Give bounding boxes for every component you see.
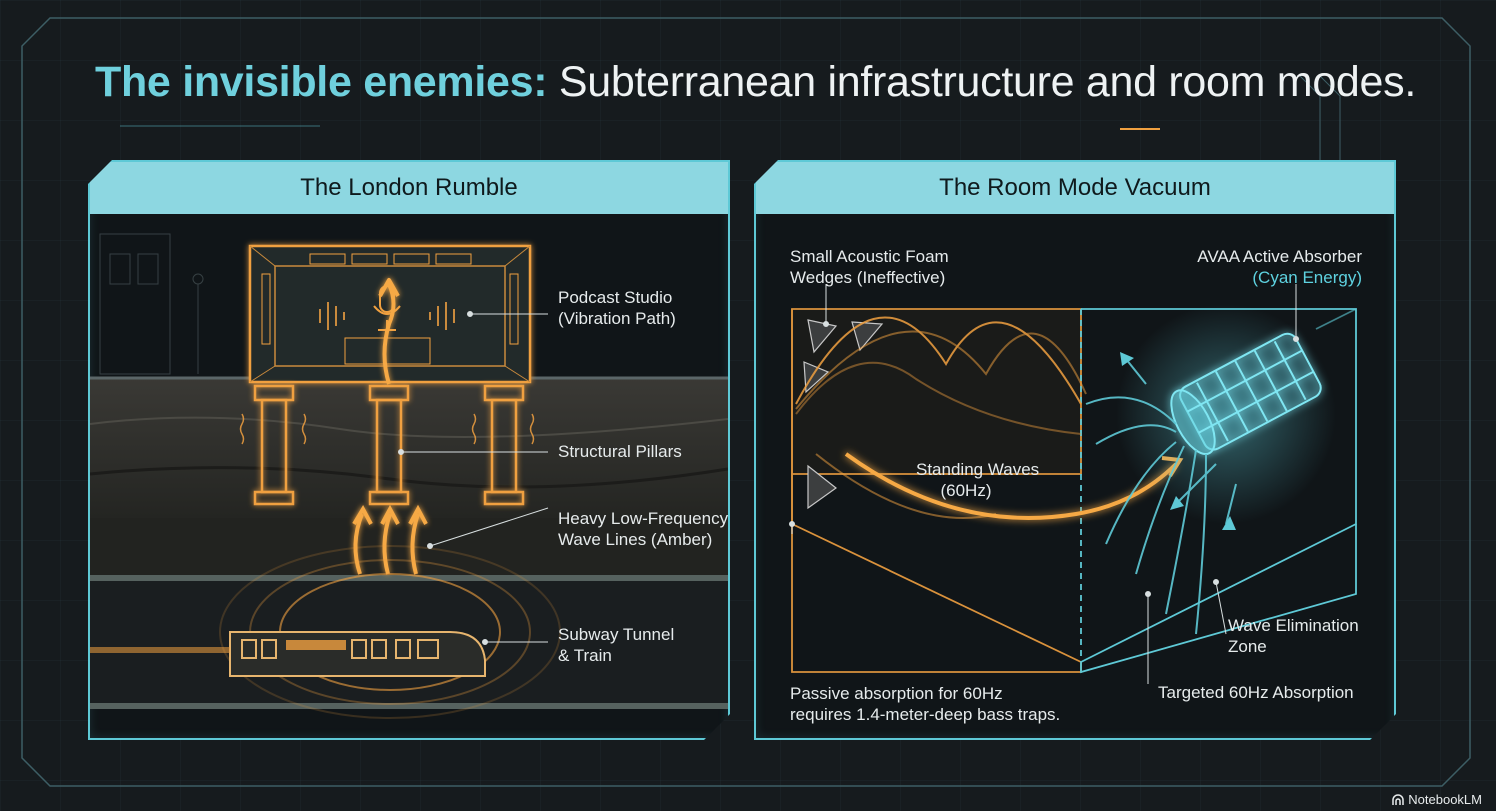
label-foam-wedges: Small Acoustic Foam Wedges (Ineffective) — [790, 247, 949, 287]
brand-label: NotebookLM — [1408, 792, 1482, 807]
label-podcast-studio: Podcast Studio (Vibration Path) — [558, 288, 676, 328]
subway-train — [90, 632, 485, 676]
page-title: The invisible enemies: Subterranean infr… — [95, 58, 1416, 107]
vibration-marks — [241, 414, 534, 444]
title-rest: Subterranean infrastructure and room mod… — [558, 58, 1417, 106]
rising-wave-arrows — [354, 280, 426, 574]
label-structural-pillars: Structural Pillars — [558, 442, 682, 461]
structural-pillars — [255, 386, 523, 504]
london-rumble-illustration — [90, 214, 728, 738]
label-wave-elimination: Wave Elimination Zone — [1228, 616, 1359, 656]
room-mode-heading: The Room Mode Vacuum — [756, 162, 1394, 214]
soil-lower — [90, 518, 728, 578]
title-accent: The invisible enemies: — [95, 58, 548, 106]
notebooklm-brand: NotebookLM — [1392, 792, 1482, 807]
standing-waves — [796, 317, 1086, 518]
london-rumble-panel: The London Rumble — [88, 160, 730, 740]
avaa-absorber — [1162, 330, 1324, 460]
label-wave-lines: Heavy Low-Frequency Wave Lines (Amber) — [558, 509, 729, 549]
label-avaa-absorber: AVAA Active Absorber (Cyan Energy) — [1197, 247, 1362, 287]
room-mode-panel: The Room Mode Vacuum — [754, 160, 1396, 740]
label-subway-tunnel: Subway Tunnel & Train — [558, 625, 675, 665]
standing-wave-arrow — [846, 454, 1176, 518]
label-passive-absorption: Passive absorption for 60Hz requires 1.4… — [790, 684, 1061, 724]
cyan-arrowheads — [1120, 352, 1236, 530]
room-leader-lines — [790, 284, 1299, 684]
room-mode-illustration — [756, 214, 1394, 738]
notebooklm-logo-icon — [1392, 793, 1405, 805]
london-rumble-heading: The London Rumble — [90, 162, 728, 214]
foam-wedges — [804, 320, 882, 508]
cyan-wave-lines — [1086, 359, 1236, 634]
building-silhouette — [100, 234, 203, 374]
label-targeted-absorption: Targeted 60Hz Absorption — [1158, 683, 1354, 702]
label-standing-waves: Standing Waves (60Hz) — [916, 460, 1040, 500]
leader-lines — [399, 312, 549, 645]
